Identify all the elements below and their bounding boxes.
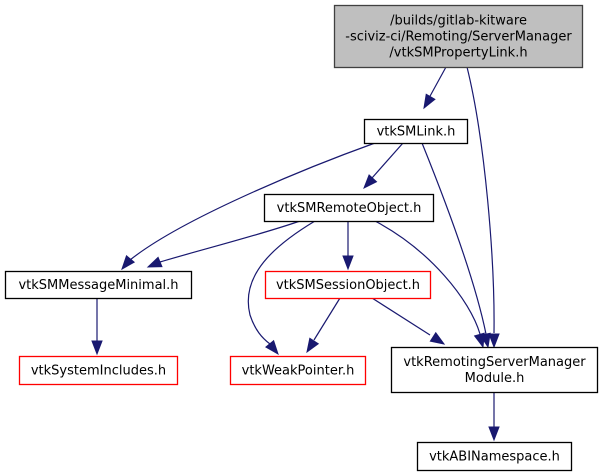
node-box[interactable]: [264, 270, 432, 300]
arrowhead-icon: [306, 337, 320, 354]
edges-layer: [91, 66, 500, 442]
node-weak[interactable]: vtkWeakPointer.h: [229, 355, 367, 386]
arrowhead-icon: [121, 254, 136, 271]
node-label: vtkSMLink.h: [377, 125, 456, 140]
node-remote[interactable]: vtkSMRemoteObject.h: [263, 193, 435, 223]
node-box[interactable]: [390, 346, 599, 394]
edge-link-module: [421, 142, 491, 349]
edge-line: [247, 220, 316, 345]
edge-session-module: [371, 297, 446, 345]
node-box[interactable]: [333, 4, 584, 69]
node-label: /builds/gitlab-kitware: [390, 14, 527, 29]
node-box[interactable]: [18, 355, 179, 386]
arrowhead-icon: [423, 93, 436, 110]
node-label: Module.h: [465, 371, 525, 386]
node-box[interactable]: [363, 118, 469, 145]
node-box[interactable]: [4, 270, 193, 300]
node-label: vtkRemotingServerManager: [403, 355, 586, 370]
arrowhead-icon: [473, 332, 485, 349]
edge-line: [313, 297, 341, 341]
node-label: /vtkSMPropertyLink.h: [389, 46, 527, 61]
edge-line: [374, 220, 481, 335]
edge-line: [421, 142, 487, 335]
node-label: vtkSMRemoteObject.h: [277, 201, 422, 216]
arrowhead-icon: [488, 333, 500, 349]
arrowhead-icon: [265, 339, 279, 356]
node-box[interactable]: [416, 441, 573, 472]
nodes-layer: /builds/gitlab-kitware-sciviz-ci/Remotin…: [4, 4, 599, 472]
edge-line: [129, 142, 376, 261]
node-box[interactable]: [229, 355, 367, 386]
arrowhead-icon: [342, 255, 354, 271]
edge-line: [159, 220, 301, 263]
edge-line: [466, 66, 495, 334]
edge-message-sysinc: [91, 298, 103, 356]
edge-root-link: [423, 66, 447, 110]
edge-remote-message: [146, 220, 301, 268]
edge-link-remote: [363, 142, 404, 190]
arrowhead-icon: [488, 426, 500, 442]
edge-remote-weak: [247, 220, 316, 356]
edge-remote-module: [374, 220, 485, 349]
node-link[interactable]: vtkSMLink.h: [363, 118, 469, 145]
arrowhead-icon: [91, 340, 103, 356]
edge-session-weak: [306, 297, 341, 354]
node-message[interactable]: vtkSMMessageMinimal.h: [4, 270, 193, 300]
node-sysinc[interactable]: vtkSystemIncludes.h: [18, 355, 179, 386]
arrowhead-icon: [363, 174, 378, 190]
edge-line: [371, 142, 404, 179]
edge-line: [371, 297, 431, 336]
node-label: vtkWeakPointer.h: [242, 364, 355, 379]
edge-module-abi: [488, 392, 500, 442]
node-root[interactable]: /builds/gitlab-kitware-sciviz-ci/Remotin…: [333, 4, 584, 69]
edge-root-module: [466, 66, 500, 349]
node-label: vtkABINamespace.h: [429, 450, 560, 465]
arrowhead-icon: [146, 256, 163, 268]
node-label: vtkSMMessageMinimal.h: [18, 278, 178, 293]
arrowhead-icon: [429, 331, 446, 345]
node-label: vtkSystemIncludes.h: [31, 364, 166, 379]
node-session[interactable]: vtkSMSessionObject.h: [264, 270, 432, 300]
edge-remote-session: [342, 221, 354, 271]
node-abi[interactable]: vtkABINamespace.h: [416, 441, 573, 472]
edge-line: [428, 66, 447, 99]
node-label: -sciviz-ci/Remoting/ServerManager: [345, 30, 572, 45]
node-box[interactable]: [263, 193, 435, 223]
node-label: vtkSMSessionObject.h: [276, 278, 420, 293]
edge-link-message: [121, 142, 376, 271]
